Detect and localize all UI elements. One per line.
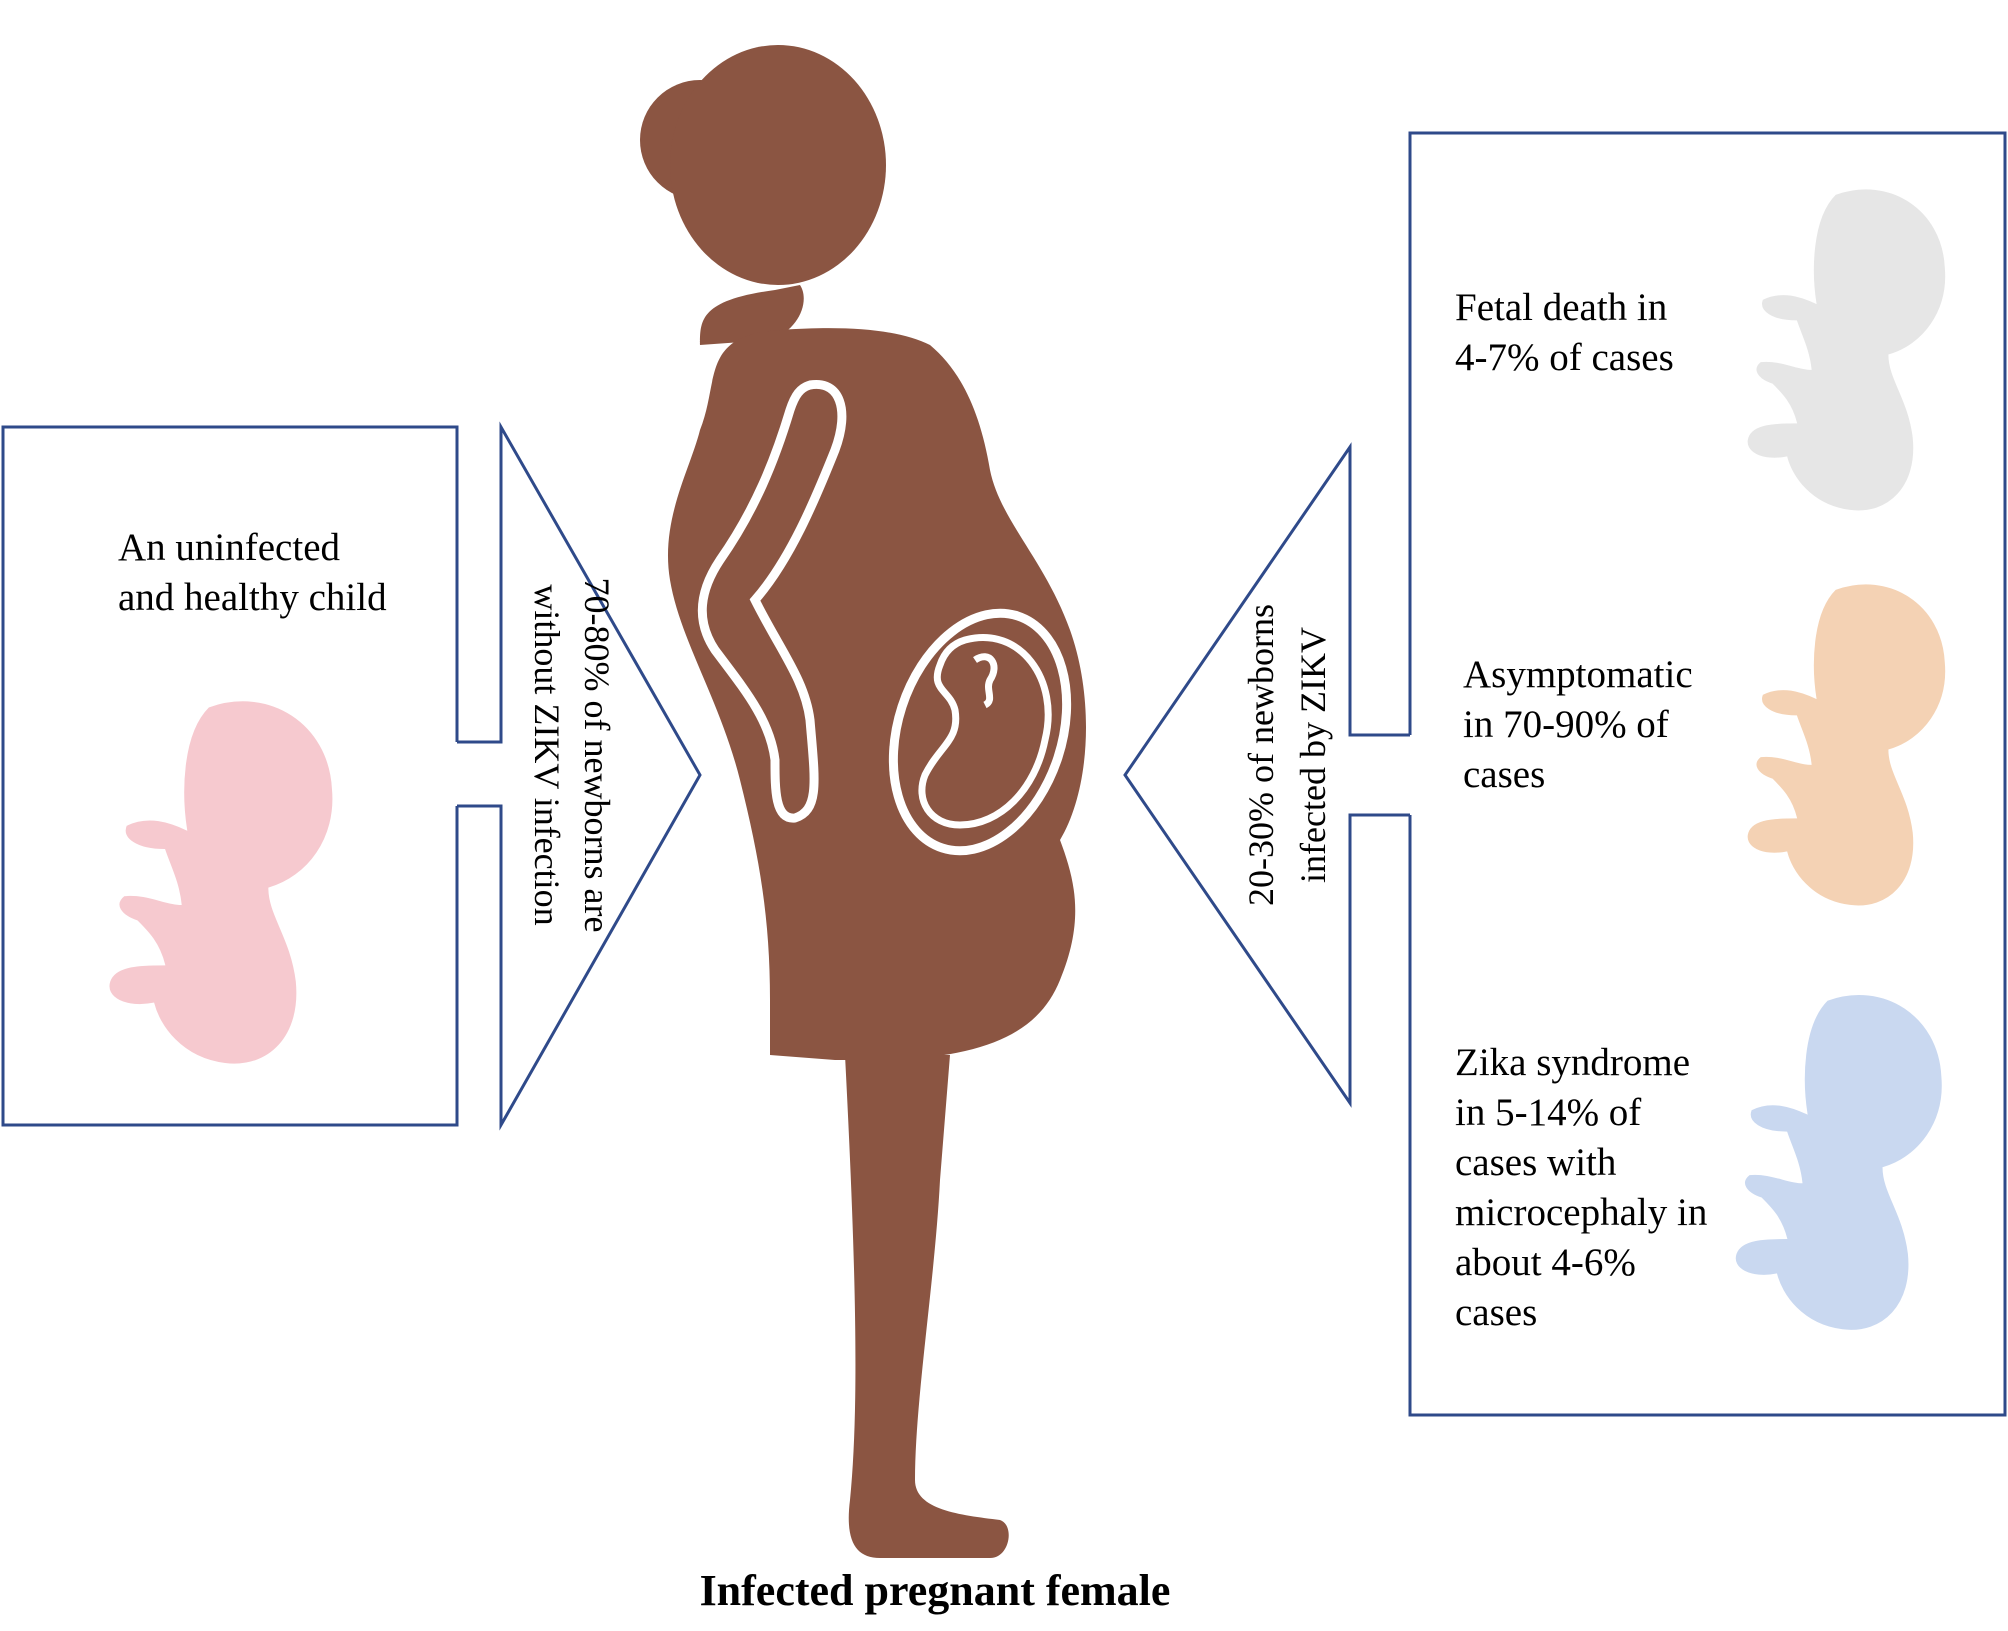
- womb-outline: [888, 608, 1072, 856]
- zika-syndrome-label: Zika syndrome in 5-14% of cases with mic…: [1455, 1041, 1708, 1334]
- fetal-death-fetus-icon: [1746, 188, 1947, 512]
- healthy-child-label: An uninfected and healthy child: [118, 526, 387, 619]
- right-arrow-label: 20-30% of newborns infected by ZIKV: [1241, 604, 1333, 906]
- womb-fetus-icon: [918, 634, 1052, 829]
- left-arrow: [457, 421, 702, 1131]
- pregnant-silhouette: [640, 45, 1087, 1558]
- healthy-fetus-icon: [108, 700, 334, 1065]
- right-arrow: [1123, 442, 1410, 1108]
- arm-outline: [697, 379, 847, 823]
- fetal-death-label: Fetal death in 4-7% of cases: [1455, 286, 1674, 379]
- left-arrow-label: 70-80% of newborns are without ZIKV infe…: [527, 577, 617, 933]
- page-title: Infected pregnant female: [699, 1566, 1171, 1615]
- right-outcome-box: [1408, 131, 2007, 1417]
- asymptomatic-label: Asymptomatic in 70-90% of cases: [1463, 653, 1693, 796]
- zika-syndrome-fetus-icon: [1734, 993, 1943, 1331]
- left-outcome-box: [1, 425, 459, 1127]
- asymptomatic-fetus-icon: [1746, 583, 1947, 907]
